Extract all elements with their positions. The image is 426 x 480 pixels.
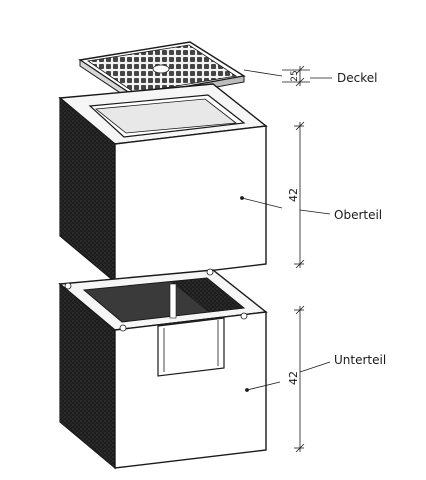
upper-part — [58, 83, 268, 284]
dimension-cover — [282, 65, 332, 87]
dimension-upper — [294, 121, 331, 269]
cover-dimension-label: 25 — [290, 70, 300, 81]
lower-label: Unterteil — [334, 353, 386, 367]
upper-dimension-label: 42 — [287, 188, 300, 202]
cover-label: Deckel — [337, 71, 377, 85]
lower-part — [58, 268, 268, 470]
leader-lines — [240, 69, 283, 392]
dimension-lower — [294, 305, 331, 453]
upper-label: Oberteil — [334, 208, 382, 222]
lower-dimension-label: 42 — [287, 371, 300, 385]
